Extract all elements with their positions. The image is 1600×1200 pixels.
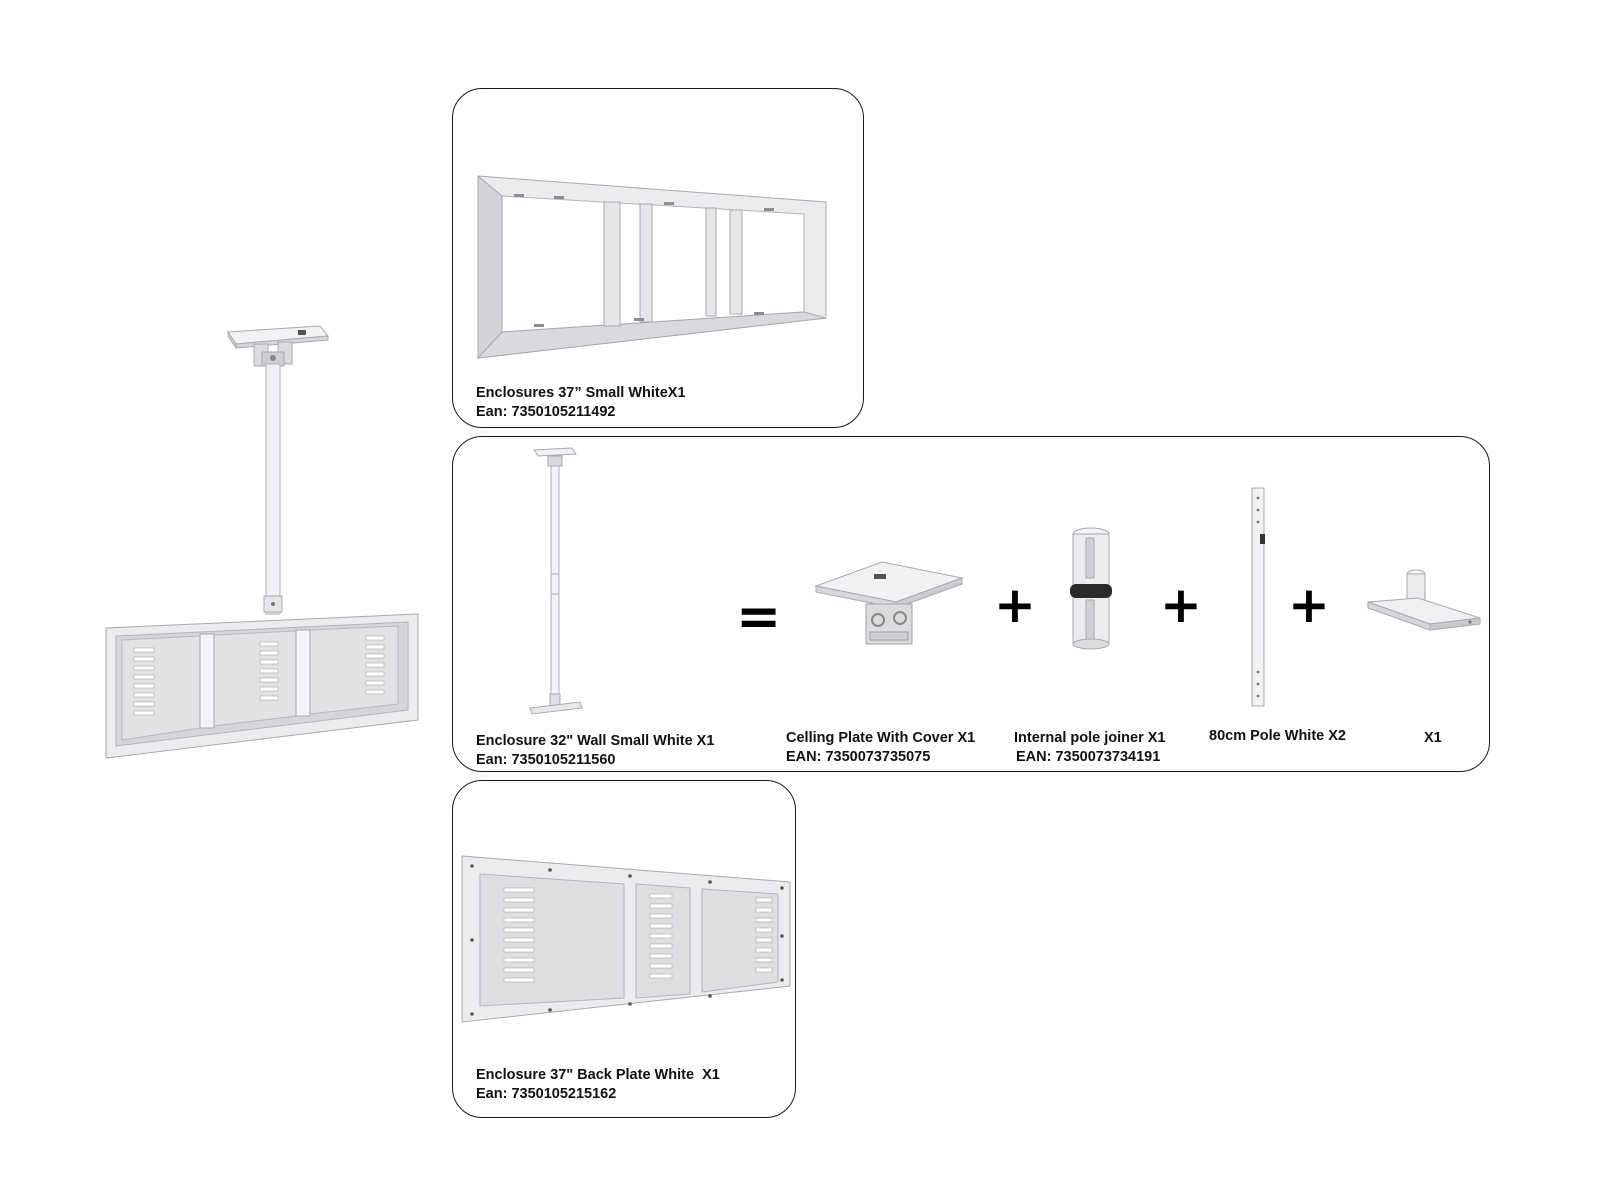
ceiling-plate-image	[814, 561, 964, 645]
part-title: Internal pole joiner X1	[1014, 730, 1166, 746]
pole-image	[1251, 487, 1265, 707]
ceiling-pole-image	[529, 447, 583, 715]
part-title: 80cm Pole White X2	[1209, 728, 1346, 744]
wall-enclosure-ean: Ean: 7350105211560	[476, 752, 616, 768]
pole-joiner-image	[1070, 527, 1112, 650]
wall-enclosure-label: Enclosure 32" Wall Small White X1 Ean: 7…	[476, 732, 714, 770]
plus-sign: +	[1160, 576, 1202, 634]
plus-sign: +	[994, 576, 1036, 634]
enclosure-frame-ean: Ean: 7350105211492	[476, 404, 616, 420]
bracket-image	[1367, 569, 1481, 631]
part-label-ceiling-plate: Celling Plate With Cover X1 EAN: 7350073…	[786, 729, 975, 767]
enclosure-frame-title: Enclosures 37” Small WhiteX1	[476, 385, 686, 401]
part-ean: EAN: 7350073735075	[786, 749, 931, 765]
back-plate-title: Enclosure 37" Back Plate White X1	[476, 1067, 720, 1083]
back-plate-label: Enclosure 37" Back Plate White X1 Ean: 7…	[476, 1066, 720, 1104]
part-ean: EAN: 7350073734191	[1016, 749, 1161, 765]
part-label-pole: 80cm Pole White X2	[1209, 727, 1346, 746]
plus-sign: +	[1288, 576, 1330, 634]
part-label-pole-joiner: Internal pole joiner X1 EAN: 73500737341…	[1014, 729, 1165, 767]
enclosure-frame-label: Enclosures 37” Small WhiteX1 Ean: 735010…	[476, 384, 686, 422]
part-title: X1	[1424, 730, 1442, 746]
back-plate-image	[461, 855, 791, 1023]
part-label-bracket: X1	[1424, 729, 1442, 748]
ceiling-mounted-enclosure-image	[105, 325, 419, 759]
wall-enclosure-title: Enclosure 32" Wall Small White X1	[476, 733, 715, 749]
back-plate-ean: Ean: 7350105215162	[476, 1086, 617, 1102]
part-title: Celling Plate With Cover X1	[786, 730, 976, 746]
product-box-ceiling-kit	[452, 436, 1490, 772]
equals-sign: =	[736, 585, 782, 648]
enclosure-frame-image	[476, 174, 827, 360]
